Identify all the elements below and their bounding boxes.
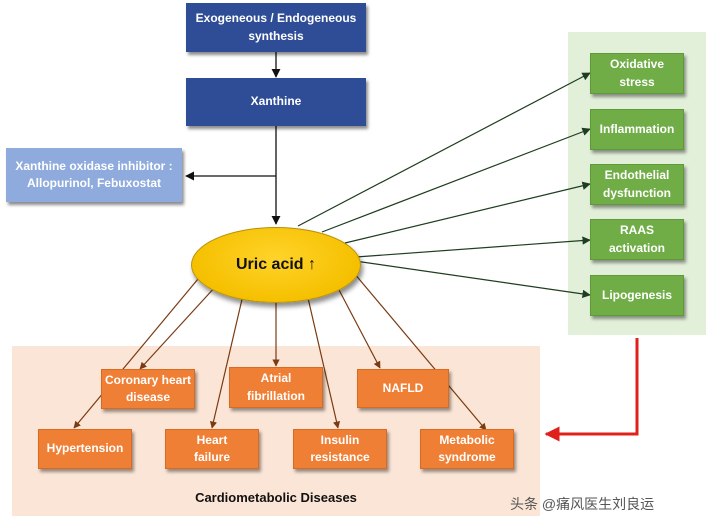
- arrow-effects-to-diseases: [544, 338, 639, 442]
- effect-oxidative-stress: Oxidative stress: [590, 53, 684, 94]
- disease-nafld: NAFLD: [357, 369, 449, 408]
- arrow-to-metabolic: [353, 272, 487, 431]
- disease-heart-failure: Heart failure: [165, 429, 259, 469]
- arrow-to-endothelial: [344, 181, 591, 244]
- xanthine-box: Xanthine: [186, 78, 366, 126]
- disease-hypertension: Hypertension: [38, 429, 132, 469]
- arrow-to-coronary: [139, 285, 217, 370]
- arrow-to-nafld: [337, 287, 381, 369]
- arrow-to-inflammation: [321, 127, 591, 233]
- uric-acid-node: Uric acid ↑: [191, 227, 361, 303]
- uric-acid-label: Uric acid ↑: [235, 256, 317, 273]
- effect-inflammation: Inflammation: [590, 109, 684, 150]
- disease-atrial-fibrillation: Atrial fibrillation: [229, 367, 323, 408]
- arrow-to-hypertension: [73, 278, 199, 429]
- arrow-to-lipogenesis: [354, 260, 591, 299]
- arrow-to-insulin: [307, 297, 341, 429]
- effect-endothelial-dysfunction: Endothelial dysfunction: [590, 164, 684, 205]
- diseases-group-title: Cardiometabolic Diseases: [195, 490, 357, 505]
- arrow-to-raas: [355, 236, 591, 258]
- inhibitor-box: Xanthine oxidase inhibitor : Allopurinol…: [6, 148, 182, 202]
- disease-insulin-resistance: Insulin resistance: [293, 429, 387, 469]
- effect-lipogenesis: Lipogenesis: [590, 275, 684, 316]
- effect-raas-activation: RAAS activation: [590, 219, 684, 260]
- arrow-to-oxidative-stress: [297, 72, 591, 227]
- synthesis-box: Exogeneous / Endogeneous synthesis: [186, 3, 366, 52]
- disease-metabolic-syndrome: Metabolic syndrome: [420, 429, 514, 469]
- disease-coronary-heart-disease: Coronary heart disease: [101, 369, 195, 409]
- watermark: 头条 @痛风医生刘良运: [510, 496, 655, 512]
- arrow-to-heart-failure: [209, 294, 244, 429]
